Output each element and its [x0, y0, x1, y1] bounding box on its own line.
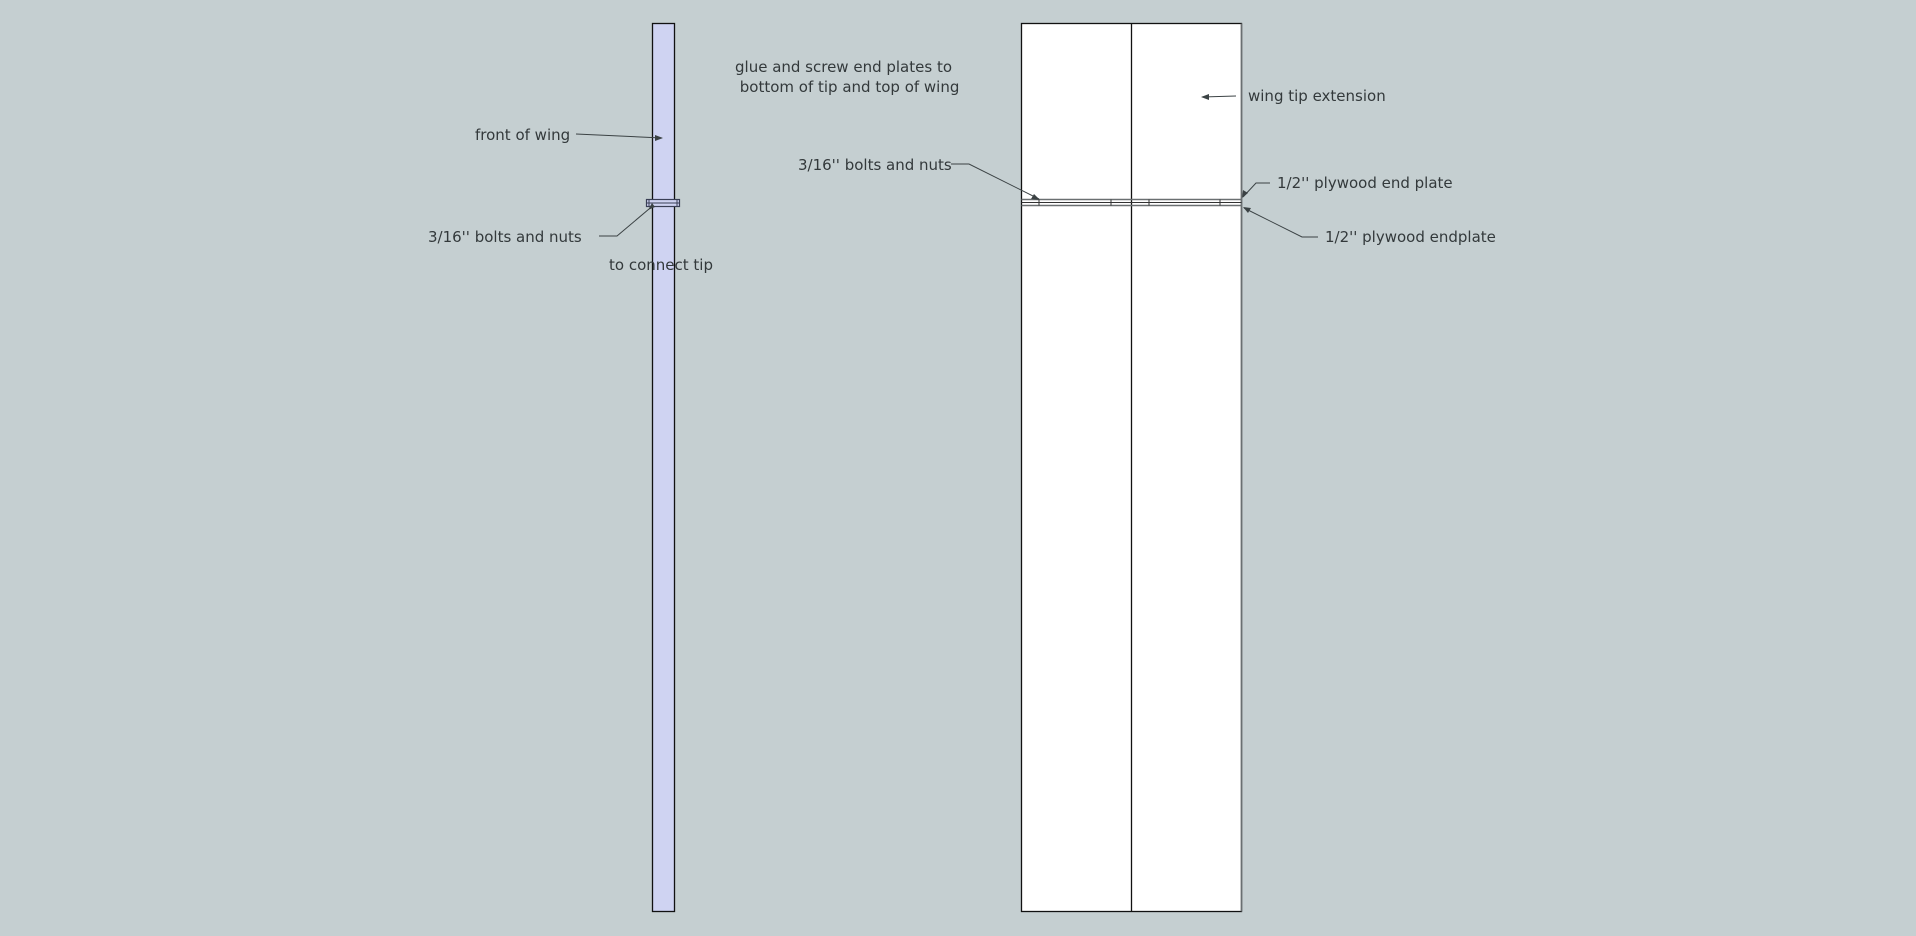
arrow-icon: [1243, 207, 1251, 213]
arrow-icon: [655, 135, 663, 141]
label-front-of-wing: front of wing: [475, 126, 571, 144]
label-wing-tip-extension: wing tip extension: [1248, 87, 1386, 105]
plan-view-end-plates: [1021, 198, 1242, 207]
label-bolts-and-nuts-plan: 3/16'' bolts and nuts: [798, 156, 952, 174]
arrow-icon: [1031, 194, 1040, 200]
side-view-wing: [645, 22, 681, 913]
leader-end-plate-bottom: [1243, 207, 1318, 238]
label-end-plate-bottom: 1/2'' plywood endplate: [1325, 228, 1496, 246]
leader-end-plate-top: [1242, 182, 1270, 198]
arrow-icon: [1242, 190, 1248, 198]
arrow-icon: [648, 203, 655, 210]
label-end-plate-top: 1/2'' plywood end plate: [1277, 174, 1453, 192]
leader-bolts-left: [599, 208, 650, 237]
leader-front-of-wing: [575, 133, 663, 139]
label-glue-note-line2: bottom of tip and top of wing: [735, 78, 960, 96]
label-glue-note-line1: glue and screw end plates to: [735, 58, 953, 76]
label-to-connect-tip: to connect tip: [609, 256, 713, 274]
arrow-heads: [648, 94, 1251, 213]
label-bolts-and-nuts-side: 3/16'' bolts and nuts: [428, 228, 582, 246]
plan-view-wing: [1020, 22, 1243, 913]
leader-bolts-center: [951, 163, 1040, 200]
arrow-icon: [1201, 94, 1209, 100]
